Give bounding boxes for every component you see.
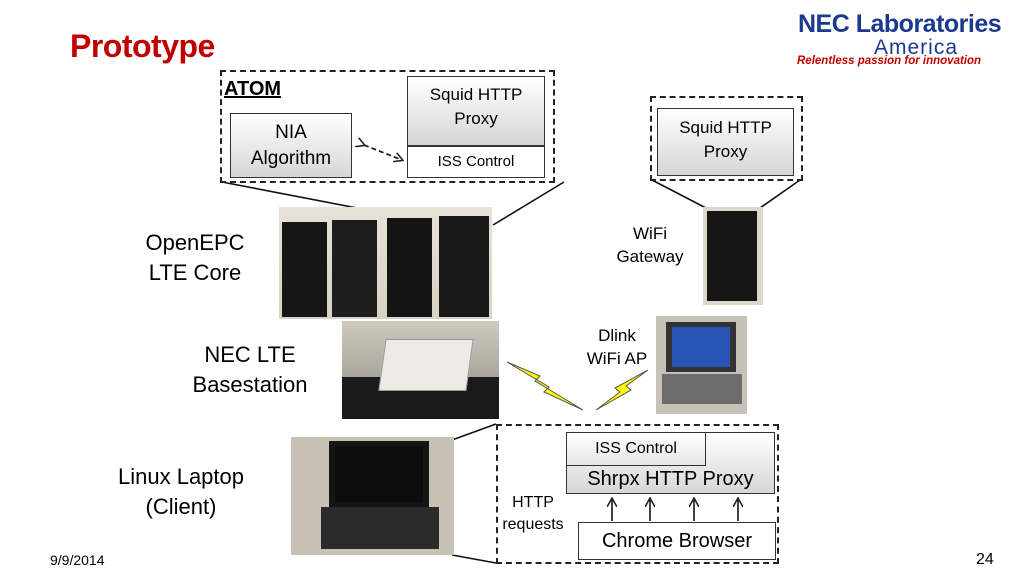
nia-line1: NIA bbox=[275, 122, 307, 143]
shrpx-proxy-label: Shrpx HTTP Proxy bbox=[587, 468, 754, 490]
nia-line2: Algorithm bbox=[250, 148, 332, 169]
logo-name: NEC Laboratories bbox=[798, 10, 1002, 38]
server-tower-2 bbox=[332, 220, 377, 317]
client-iss-control-box: ISS Control bbox=[566, 432, 706, 466]
wifi-gateway-photo bbox=[703, 207, 763, 305]
callout-line-client-bottom bbox=[451, 554, 497, 564]
slide-date: 9/9/2014 bbox=[50, 552, 105, 568]
atom-label: ATOM bbox=[224, 78, 282, 100]
linux-laptop-photo bbox=[291, 437, 454, 555]
ap-laptop-lid bbox=[666, 322, 736, 372]
atom-squid-proxy-box: Squid HTTP Proxy bbox=[407, 76, 545, 146]
wifi-squid-line2: Proxy bbox=[703, 142, 748, 161]
logo-tagline: Relentless passion for innovation bbox=[797, 55, 982, 67]
client-laptop-keyboard bbox=[321, 507, 439, 549]
server-tower-3 bbox=[387, 218, 432, 317]
openepc-line1: OpenEPC bbox=[145, 230, 245, 255]
lte-basestation-photo bbox=[342, 321, 499, 419]
atom-iss-control-box: ISS Control bbox=[407, 146, 545, 178]
client-group bbox=[496, 424, 779, 564]
lightning-wifi bbox=[595, 369, 649, 411]
server-tower-1 bbox=[282, 222, 327, 317]
linux-line2: (Client) bbox=[145, 494, 217, 519]
logo-region: America bbox=[874, 36, 959, 59]
dlink-line1: Dlink bbox=[598, 326, 636, 345]
nec-lte-line1: NEC LTE bbox=[204, 342, 296, 367]
linux-laptop-label: Linux Laptop (Client) bbox=[100, 462, 262, 522]
openepc-label: OpenEPC LTE Core bbox=[120, 228, 270, 288]
ap-laptop-screen bbox=[672, 327, 730, 367]
dlink-ap-photo bbox=[656, 316, 747, 414]
http-line1: HTTP bbox=[512, 494, 554, 511]
openepc-line2: LTE Core bbox=[148, 260, 242, 285]
slide-title: Prototype bbox=[70, 28, 215, 64]
http-requests-label: HTTP requests bbox=[496, 492, 570, 536]
nia-iss-arrow bbox=[364, 145, 402, 160]
lte-core-servers-photo bbox=[279, 207, 492, 319]
basestation-unit bbox=[378, 339, 474, 391]
ap-laptop-keyboard bbox=[662, 374, 742, 404]
wifi-group bbox=[650, 96, 803, 181]
wifi-gateway-label: WiFi Gateway bbox=[600, 222, 700, 268]
nec-lte-label: NEC LTE Basestation bbox=[170, 340, 330, 400]
callout-line-wifi-left bbox=[651, 179, 707, 209]
client-laptop-lid bbox=[329, 441, 429, 507]
dlink-label: Dlink WiFi AP bbox=[572, 324, 662, 370]
chrome-browser-box: Chrome Browser bbox=[578, 522, 776, 560]
client-laptop-screen bbox=[335, 446, 423, 502]
callout-line-wifi-right bbox=[759, 179, 801, 209]
wifi-squid-line1: Squid HTTP bbox=[679, 118, 772, 137]
callout-line-right bbox=[492, 181, 565, 226]
linux-line1: Linux Laptop bbox=[118, 464, 244, 489]
wifi-gateway-line1: WiFi bbox=[633, 224, 667, 243]
lightning-lte bbox=[506, 361, 584, 411]
nec-lte-line2: Basestation bbox=[192, 372, 308, 397]
atom-group bbox=[220, 70, 555, 183]
wifi-squid-proxy-box: Squid HTTP Proxy bbox=[657, 108, 794, 176]
gateway-tower bbox=[707, 211, 757, 301]
nia-algorithm-box: NIA Algorithm bbox=[230, 113, 352, 178]
server-tower-4 bbox=[439, 216, 489, 317]
wifi-gateway-line2: Gateway bbox=[616, 247, 684, 266]
atom-squid-line1: Squid HTTP bbox=[429, 85, 523, 104]
slide-page-number: 24 bbox=[976, 551, 994, 568]
http-line2: requests bbox=[502, 516, 564, 533]
callout-line-client-top bbox=[451, 423, 497, 441]
dlink-line2: WiFi AP bbox=[586, 349, 648, 368]
atom-squid-line2: Proxy bbox=[454, 109, 498, 128]
